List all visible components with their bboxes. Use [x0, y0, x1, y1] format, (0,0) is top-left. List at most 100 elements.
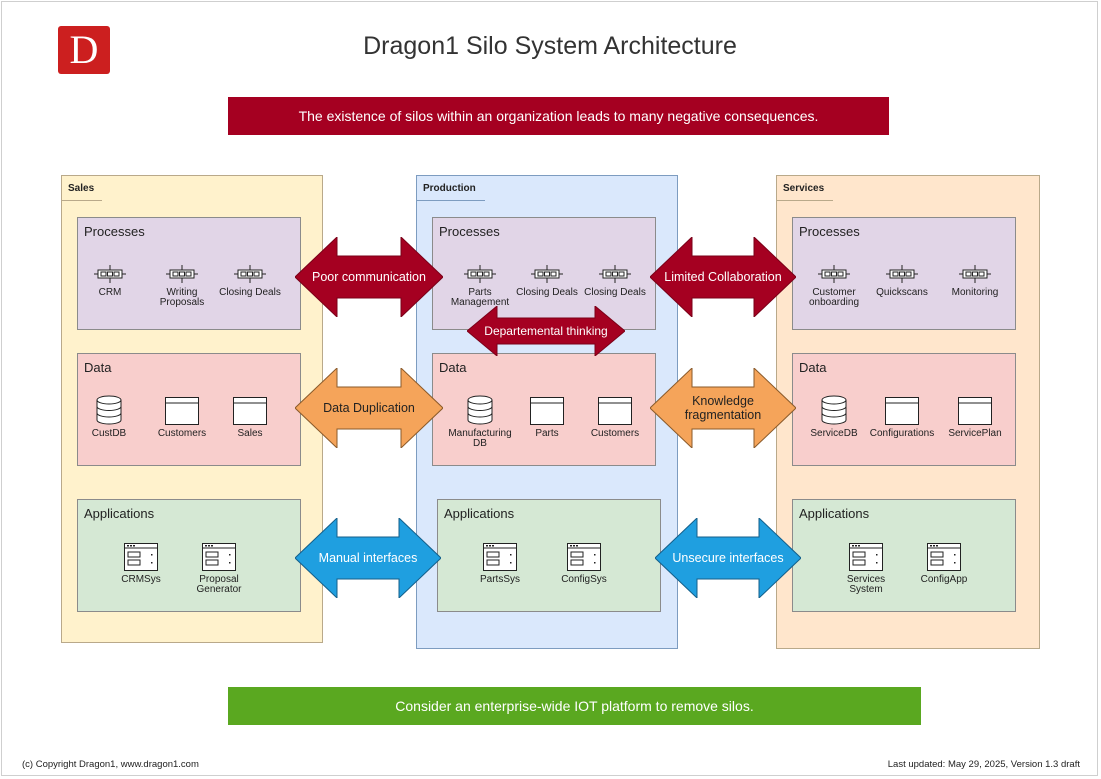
- item-label: Parts: [535, 428, 559, 439]
- data-entity-icon: [958, 397, 992, 425]
- sales-processes-box: Processes CRM Writing Proposals Closing …: [77, 217, 301, 330]
- process-item: Writing Proposals: [147, 264, 217, 308]
- application-item: Proposal Generator: [184, 543, 254, 595]
- silo-label: Production: [423, 183, 476, 194]
- data-item: ServicePlan: [940, 397, 1010, 439]
- box-label: Applications: [799, 506, 870, 521]
- services-data-box: Data ServiceDB Configurations ServicePla…: [792, 353, 1016, 466]
- box-label: Data: [439, 360, 467, 375]
- item-label: Customer onboarding: [808, 287, 860, 308]
- data-entity-icon: [165, 397, 199, 425]
- services-applications-box: Applications Services System ConfigApp: [792, 499, 1016, 612]
- silo-label-underline: [777, 200, 833, 201]
- sales-data-box: Data CustDB Customers Sales: [77, 353, 301, 466]
- arrow-departemental-thinking: Departemental thinking: [467, 306, 625, 356]
- data-item: Customers: [147, 397, 217, 439]
- silo-label: Sales: [68, 183, 95, 194]
- data-item: CustDB: [74, 395, 144, 439]
- process-item: Closing Deals: [580, 264, 650, 298]
- item-label: Closing Deals: [516, 287, 578, 298]
- box-label: Applications: [444, 506, 515, 521]
- arrow-manual-interfaces: Manual interfaces: [295, 518, 441, 598]
- item-label: Configurations: [869, 428, 935, 439]
- process-icon: [94, 265, 126, 283]
- dragon1-logo: D: [58, 26, 110, 74]
- database-icon: [821, 395, 847, 425]
- application-item: Services System: [831, 543, 901, 595]
- double-arrow-shape: [295, 237, 443, 317]
- data-item: Configurations: [867, 397, 937, 439]
- application-icon: [483, 543, 517, 571]
- application-item: ConfigApp: [909, 543, 979, 585]
- application-icon: [849, 543, 883, 571]
- item-label: Closing Deals: [219, 287, 281, 298]
- copyright-text: (c) Copyright Dragon1, www.dragon1.com: [22, 759, 199, 770]
- application-icon: [567, 543, 601, 571]
- item-label: Customers: [590, 428, 640, 439]
- item-label: CustDB: [91, 428, 127, 439]
- item-label: ServicePlan: [948, 428, 1002, 439]
- arrow-knowledge-fragmentation: Knowledge fragmentation: [650, 368, 796, 448]
- item-label: Writing Proposals: [159, 287, 205, 308]
- double-arrow-shape: [650, 368, 796, 448]
- silo-label-underline: [62, 200, 102, 201]
- application-icon: [202, 543, 236, 571]
- arrow-label: Knowledge fragmentation: [684, 394, 762, 422]
- process-icon: [886, 265, 918, 283]
- database-icon: [467, 395, 493, 425]
- item-label: Parts Management: [450, 287, 510, 308]
- arrow-unsecure-interfaces: Unsecure interfaces: [655, 518, 801, 598]
- diagram-title: Dragon1 Silo System Architecture: [363, 32, 737, 60]
- process-item: Monitoring: [940, 264, 1010, 298]
- application-item: ConfigSys: [549, 543, 619, 585]
- box-label: Applications: [84, 506, 155, 521]
- data-item: Sales: [215, 397, 285, 439]
- item-label: CRM: [98, 287, 122, 298]
- arrow-limited-collaboration: Limited Collaboration: [650, 237, 796, 317]
- item-label: Monitoring: [951, 287, 999, 298]
- arrow-label: Poor communication: [312, 270, 426, 284]
- double-arrow-shape: [295, 518, 441, 598]
- item-label: Proposal Generator: [196, 574, 242, 595]
- double-arrow-shape: [295, 368, 443, 448]
- production-data-box: Data Manufacturing DB Parts Customers: [432, 353, 656, 466]
- data-entity-icon: [598, 397, 632, 425]
- arrow-label: Data Duplication: [323, 401, 415, 415]
- process-item: Parts Management: [445, 264, 515, 308]
- item-label: ServiceDB: [810, 428, 858, 439]
- application-item: PartsSys: [465, 543, 535, 585]
- silo-label-underline: [417, 200, 485, 201]
- process-item: Closing Deals: [512, 264, 582, 298]
- process-item: Customer onboarding: [799, 264, 869, 308]
- process-icon: [166, 265, 198, 283]
- box-label: Data: [84, 360, 112, 375]
- arrow-data-duplication: Data Duplication: [295, 368, 443, 448]
- arrow-label: Manual interfaces: [318, 551, 418, 565]
- double-arrow-shape: [467, 306, 625, 356]
- arrow-label: Unsecure interfaces: [672, 551, 784, 565]
- item-label: CRMSys: [121, 574, 161, 585]
- data-entity-icon: [233, 397, 267, 425]
- process-icon: [234, 265, 266, 283]
- arrow-label: Limited Collaboration: [664, 270, 782, 284]
- item-label: ConfigSys: [561, 574, 607, 585]
- data-entity-icon: [885, 397, 919, 425]
- database-icon: [96, 395, 122, 425]
- process-icon: [464, 265, 496, 283]
- process-item: CRM: [75, 264, 145, 298]
- item-label: Sales: [237, 428, 263, 439]
- data-item: ServiceDB: [799, 395, 869, 439]
- box-label: Data: [799, 360, 827, 375]
- production-applications-box: Applications PartsSys ConfigSys: [437, 499, 661, 612]
- process-icon: [959, 265, 991, 283]
- silo-label: Services: [783, 183, 825, 194]
- process-icon: [818, 265, 850, 283]
- application-icon: [124, 543, 158, 571]
- double-arrow-shape: [655, 518, 801, 598]
- arrow-poor-communication: Poor communication: [295, 237, 443, 317]
- application-item: CRMSys: [106, 543, 176, 585]
- box-label: Processes: [439, 224, 500, 239]
- bottom-banner: Consider an enterprise-wide IOT platform…: [228, 687, 921, 725]
- arrow-label: Departemental thinking: [484, 324, 608, 338]
